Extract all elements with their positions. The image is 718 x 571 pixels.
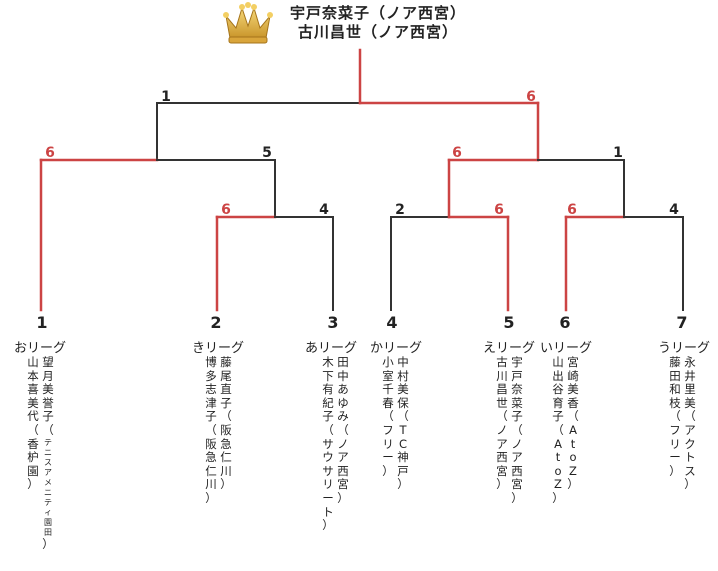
seed-number: 1 <box>36 313 48 332</box>
player-2-vertical: 博多志津子（阪急仁川） <box>205 355 217 505</box>
seed-number: 7 <box>676 313 688 332</box>
score-semi-left-right: 5 <box>262 145 272 161</box>
player-2-vertical: 山本喜美代（香枦園） <box>27 355 39 492</box>
league-label: おリーグ <box>14 341 67 356</box>
player-1-vertical: 藤尾直子（阪急仁川） <box>220 355 232 492</box>
champion-line-2: 古川昌世（ノア西宮） <box>297 23 458 41</box>
crown-icon <box>223 2 273 44</box>
league-label: あリーグ <box>305 341 358 356</box>
score-qf-b-right: 6 <box>494 202 504 218</box>
score-qf-c-right: 4 <box>669 202 679 218</box>
league-label: えリーグ <box>483 341 536 356</box>
league-label: うリーグ <box>658 341 711 356</box>
seed-number: 6 <box>559 313 571 332</box>
seed-number: 4 <box>386 313 398 332</box>
score-semi-left-left: 6 <box>45 145 55 161</box>
player-1-vertical: 永井里美（アクトス） <box>684 355 696 492</box>
score-semi-right-right: 1 <box>613 145 623 161</box>
score-final-left: 1 <box>161 89 171 105</box>
player-1-vertical: 田中あゆみ（ノア西宮） <box>337 355 349 505</box>
player-2-vertical: 小室千春（フリー） <box>382 355 394 478</box>
score-qf-a-right: 4 <box>319 202 329 218</box>
player-2-vertical: 藤田和枝（フリー） <box>669 355 681 478</box>
player-1-vertical: 望月美誉子（テニスアメニティ園田） <box>42 355 54 551</box>
score-qf-c-left: 6 <box>567 202 577 218</box>
league-label: きリーグ <box>192 341 245 356</box>
score-semi-right-left: 6 <box>452 145 462 161</box>
score-qf-b-left: 2 <box>395 202 405 218</box>
player-2-vertical: 古川昌世（ノア西宮） <box>496 355 508 492</box>
league-label: いリーグ <box>540 341 593 356</box>
score-qf-a-left: 6 <box>221 202 231 218</box>
league-label: かリーグ <box>370 341 423 356</box>
seed-number: 3 <box>327 313 339 332</box>
champion-names: 宇戸奈菜子（ノア西宮） 古川昌世（ノア西宮） <box>283 4 473 42</box>
seed-number: 2 <box>210 313 222 332</box>
champion-line-1: 宇戸奈菜子（ノア西宮） <box>289 4 466 22</box>
score-final-right: 6 <box>526 89 536 105</box>
seed-number: 5 <box>503 313 515 332</box>
player-2-vertical: 木下有紀子（サウサリート） <box>322 355 334 533</box>
player-1-vertical: 宇戸奈菜子（ノア西宮） <box>511 355 523 505</box>
